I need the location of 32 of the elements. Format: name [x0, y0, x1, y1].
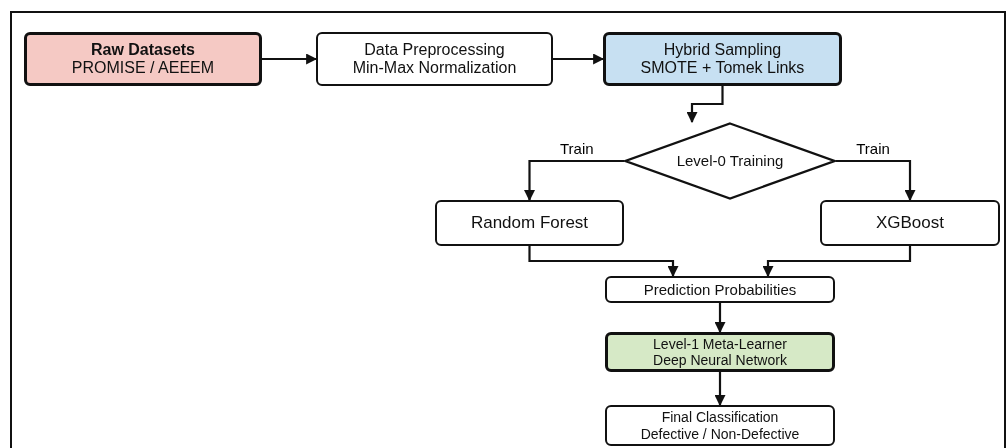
arrow — [262, 53, 318, 65]
model-box — [820, 200, 1000, 246]
box-text: Level-0 Training — [676, 152, 784, 170]
process-box — [603, 32, 842, 86]
process-box — [316, 32, 553, 86]
box-text: SMOTE + Tomek Links — [640, 59, 805, 78]
box-title: Level-1 Meta-Learner — [653, 335, 787, 352]
box-text: Deep Neural Network — [653, 352, 787, 369]
output-box — [605, 405, 835, 446]
meta-learner-box — [605, 332, 835, 372]
box-title: Data Preprocessing — [364, 40, 505, 59]
arrow — [714, 303, 726, 334]
arrow — [714, 372, 726, 407]
arrow — [553, 53, 605, 65]
arrow — [686, 86, 724, 124]
model-box — [435, 200, 624, 246]
box-text: Defective / Non-Defective — [640, 425, 800, 442]
box-title: Raw Datasets — [90, 40, 195, 59]
process-box — [605, 276, 835, 303]
arrow — [528, 246, 679, 278]
arrow — [524, 159, 624, 202]
arrow — [836, 159, 916, 202]
box-text: PROMISE / AEEEM — [71, 59, 215, 78]
box-title: Final Classification — [661, 409, 779, 426]
box-text: XGBoost — [875, 213, 944, 233]
box-text: Min-Max Normalization — [352, 59, 517, 78]
data-source-box — [24, 32, 262, 86]
decision-diamond — [624, 122, 836, 200]
box-title: Hybrid Sampling — [663, 40, 782, 59]
box-text: Prediction Probabilities — [643, 280, 797, 299]
box-text: Random Forest — [470, 213, 589, 233]
arrow — [762, 246, 912, 278]
